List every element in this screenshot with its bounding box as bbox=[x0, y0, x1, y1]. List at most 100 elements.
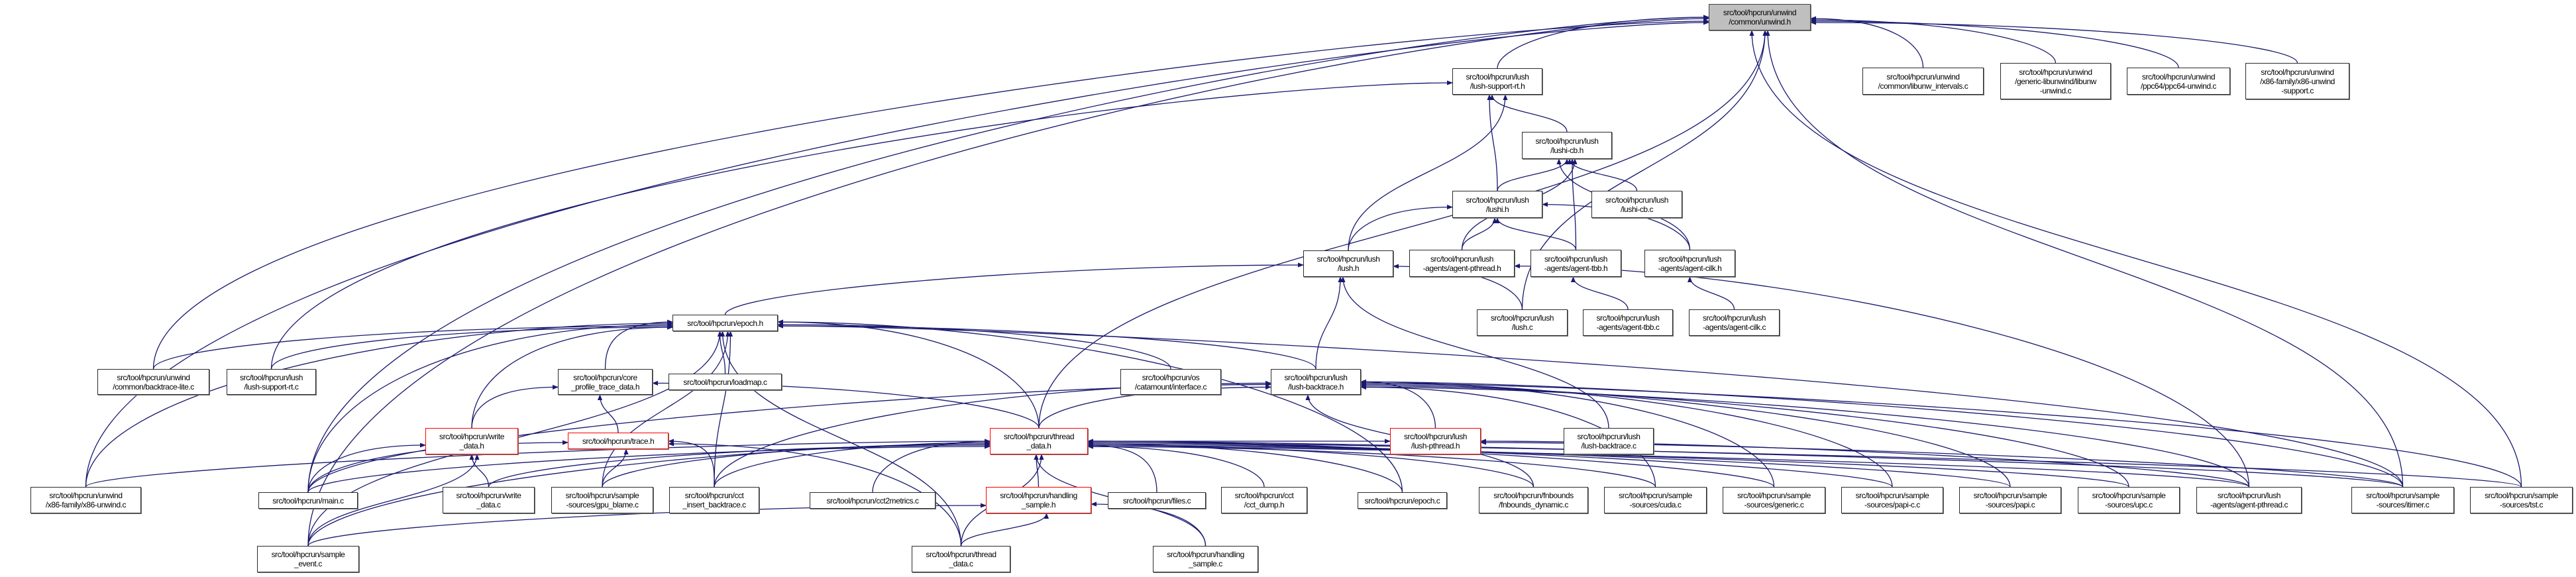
node-main-c[interactable]: src/tool/hpcrun/main.c bbox=[258, 492, 358, 509]
node-label-line: _sample.h bbox=[1021, 500, 1056, 509]
node-write-data-h[interactable]: src/tool/hpcrun/write_data.h bbox=[425, 428, 518, 454]
node-lush-support-rt-h[interactable]: src/tool/hpcrun/lush/lush-support-rt.h bbox=[1452, 68, 1542, 95]
edge-catamount_interface_c-to-epoch_h bbox=[777, 322, 1171, 370]
edge-tst_c-to-thread_data_h bbox=[1087, 440, 2522, 488]
node-label-line: /lush-pthread.h bbox=[1411, 441, 1460, 450]
node-generic-c[interactable]: src/tool/hpcrun/sample-sources/generic.c bbox=[1723, 487, 1825, 513]
edge-core_profile_trace_data_h-to-epoch_h bbox=[604, 319, 673, 370]
edge-cuda_c-to-thread_data_h bbox=[1087, 444, 1656, 488]
node-cct2metrics-c[interactable]: src/tool/hpcrun/cct2metrics.c bbox=[810, 492, 936, 509]
node-label-line: src/tool/hpcrun/handling bbox=[1167, 550, 1244, 559]
node-label-line: -unwind.c bbox=[2039, 85, 2072, 95]
edge-write_data_c-to-write_data_h bbox=[469, 454, 490, 488]
node-agent-pthread-h[interactable]: src/tool/hpcrun/lush-agents/agent-pthrea… bbox=[1409, 250, 1515, 277]
node-label-line: /ppc64/ppc64-unwind.c bbox=[2141, 81, 2216, 91]
node-label-line: src/tool/hpcrun/lush bbox=[239, 372, 303, 382]
node-ppc64-unwind-c[interactable]: src/tool/hpcrun/unwind/ppc64/ppc64-unwin… bbox=[2127, 68, 2230, 95]
edge-lush_backtrace_c-to-lush_h bbox=[1340, 276, 1609, 429]
node-x86-unwind-c[interactable]: src/tool/hpcrun/unwind/x86-family/x86-un… bbox=[30, 487, 141, 513]
edge-thread_data_h-to-epoch_h bbox=[777, 319, 1040, 429]
edge-itimer_c-to-epoch_h bbox=[777, 323, 2404, 488]
node-libunw-intervals-c[interactable]: src/tool/hpcrun/unwind/common/libunw_int… bbox=[1862, 68, 1984, 95]
node-label-line: src/tool/hpcrun/fnbounds bbox=[1493, 491, 1574, 500]
node-epoch-h[interactable]: src/tool/hpcrun/epoch.h bbox=[672, 315, 778, 331]
edge-tst_c-to-lush_backtrace_h bbox=[1360, 380, 2522, 488]
node-lushi-cb-h[interactable]: src/tool/hpcrun/lush/lushi-cb.h bbox=[1522, 132, 1612, 159]
node-label-line: src/tool/hpcrun/lush bbox=[1466, 72, 1529, 81]
node-label-line: _sample.c bbox=[1189, 559, 1222, 568]
node-gpu-blame-c[interactable]: src/tool/hpcrun/sample-sources/gpu_blame… bbox=[551, 487, 653, 513]
node-papi-c[interactable]: src/tool/hpcrun/sample-sources/papi.c bbox=[1959, 487, 2061, 513]
node-fnbounds-dynamic-c[interactable]: src/tool/hpcrun/fnbounds/fnbounds_dynami… bbox=[1479, 487, 1588, 513]
node-agent-pthread-c[interactable]: src/tool/hpcrun/lush-agents/agent-pthrea… bbox=[2196, 487, 2302, 513]
node-lushi-h[interactable]: src/tool/hpcrun/lush/lushi.h bbox=[1452, 191, 1542, 218]
node-agent-cilk-h[interactable]: src/tool/hpcrun/lush-agents/agent-cilk.h bbox=[1644, 250, 1735, 277]
node-unwind-h[interactable]: src/tool/hpcrun/unwind/common/unwind.h bbox=[1709, 4, 1811, 30]
node-lush-pthread-h[interactable]: src/tool/hpcrun/lush/lush-pthread.h bbox=[1390, 428, 1481, 454]
edge-generic_c-to-thread_data_h bbox=[1087, 439, 1775, 488]
edge-thread_data_h-to-unwind_h bbox=[1038, 30, 1768, 429]
edge-sample_event_c-to-unwind_h bbox=[307, 16, 1709, 547]
node-files-c[interactable]: src/tool/hpcrun/files.c bbox=[1108, 492, 1206, 509]
edge-agent_cilk_h-to-lushi_h bbox=[1542, 202, 1691, 250]
node-label-line: /x86-family/x86-unwind bbox=[2260, 76, 2335, 86]
node-cct-dump-h[interactable]: src/tool/hpcrun/cct/cct_dump.h bbox=[1221, 487, 1307, 513]
node-label-line: /lush-backtrace.c bbox=[1581, 441, 1637, 450]
node-handling-sample-c[interactable]: src/tool/hpcrun/handling_sample.c bbox=[1153, 546, 1258, 572]
node-itimer-c[interactable]: src/tool/hpcrun/sample-sources/itimer.c bbox=[2351, 487, 2454, 513]
node-backtrace-lite-c[interactable]: src/tool/hpcrun/unwind/common/backtrace-… bbox=[97, 369, 209, 395]
node-handling-sample-h[interactable]: src/tool/hpcrun/handling_sample.h bbox=[986, 487, 1091, 513]
node-label-line: src/tool/hpcrun/main.c bbox=[272, 496, 344, 505]
node-label-line: src/tool/hpcrun/unwind bbox=[1723, 8, 1797, 17]
node-lush-c[interactable]: src/tool/hpcrun/lush/lush.c bbox=[1477, 309, 1568, 336]
edge-main_c-to-write_data_h bbox=[307, 443, 426, 493]
node-catamount-interface-c[interactable]: src/tool/hpcrun/os/catamount/interface.c bbox=[1120, 369, 1221, 395]
node-trace-h[interactable]: src/tool/hpcrun/trace.h bbox=[568, 433, 669, 449]
edge-papi_c-to-thread_data_h bbox=[1087, 441, 2011, 488]
node-thread-data-h[interactable]: src/tool/hpcrun/thread_data.h bbox=[990, 428, 1088, 454]
node-label-line: src/tool/hpcrun/write bbox=[439, 432, 504, 441]
node-lushi-cb-c[interactable]: src/tool/hpcrun/lush/lushi-cb.c bbox=[1591, 191, 1682, 218]
node-label-line: src/tool/hpcrun/lush bbox=[1535, 136, 1599, 146]
node-thread-data-c[interactable]: src/tool/hpcrun/thread_data.c bbox=[912, 546, 1010, 572]
node-write-data-c[interactable]: src/tool/hpcrun/write_data.c bbox=[443, 487, 535, 513]
node-label-line: src/tool/hpcrun/lush bbox=[1466, 195, 1529, 205]
edge-agent_tbb_h-to-lushi_cb_h bbox=[1570, 158, 1577, 250]
edge-x86_unwind_support_c-to-unwind_h bbox=[1810, 20, 2298, 64]
node-label-line: /lushi-cb.c bbox=[1620, 204, 1654, 214]
node-sample-event-c[interactable]: src/tool/hpcrun/sample_event.c bbox=[257, 546, 359, 572]
edge-lush_h-to-lush_support_rt_h bbox=[1348, 94, 1508, 251]
node-label-line: src/tool/hpcrun/sample bbox=[1737, 491, 1811, 500]
node-loadmap-c[interactable]: src/tool/hpcrun/loadmap.c bbox=[669, 374, 782, 390]
node-lush-backtrace-h[interactable]: src/tool/hpcrun/lush/lush-backtrace.h bbox=[1271, 369, 1361, 395]
node-agent-cilk-c[interactable]: src/tool/hpcrun/lush-agents/agent-cilk.c bbox=[1689, 309, 1780, 336]
node-label-line: -sources/gpu_blame.c bbox=[566, 500, 639, 509]
node-x86-unwind-support-c[interactable]: src/tool/hpcrun/unwind/x86-family/x86-un… bbox=[2245, 63, 2349, 99]
node-core-profile-trace-data-h[interactable]: src/tool/hpcrun/core_profile_trace_data.… bbox=[558, 369, 653, 395]
node-label-line: -sources/upc.c bbox=[2105, 500, 2153, 509]
node-tst-c[interactable]: src/tool/hpcrun/sample-sources/tst.c bbox=[2470, 487, 2573, 513]
node-cct-insert-backtrace-c[interactable]: src/tool/hpcrun/cct_insert_backtrace.c bbox=[669, 487, 759, 513]
node-generic-libunwind-c[interactable]: src/tool/hpcrun/unwind/generic-libunwind… bbox=[2000, 63, 2111, 99]
node-papi-c-c[interactable]: src/tool/hpcrun/sample-sources/papi-c.c bbox=[1841, 487, 1943, 513]
edge-ppc64_unwind_c-to-unwind_h bbox=[1810, 19, 2179, 68]
node-label-line: src/tool/hpcrun/sample bbox=[2366, 491, 2440, 500]
node-label-line: src/tool/hpcrun/epoch.c bbox=[1364, 496, 1440, 505]
node-lush-support-rt-c[interactable]: src/tool/hpcrun/lush/lush-support-rt.c bbox=[227, 369, 316, 395]
node-cuda-c[interactable]: src/tool/hpcrun/sample-sources/cuda.c bbox=[1604, 487, 1707, 513]
edge-agent_cilk_c-to-agent_cilk_h bbox=[1687, 276, 1735, 310]
node-agent-tbb-c[interactable]: src/tool/hpcrun/lush-agents/agent-tbb.c bbox=[1583, 309, 1673, 336]
node-label-line: src/tool/hpcrun/unwind bbox=[2141, 72, 2216, 81]
edge-agent_pthread_c-to-thread_data_h bbox=[1087, 444, 2250, 488]
node-label-line: -agents/agent-pthread.h bbox=[1422, 263, 1501, 273]
node-label-line: src/tool/hpcrun/unwind bbox=[117, 372, 190, 382]
node-label-line: _profile_trace_data.h bbox=[570, 382, 640, 392]
node-lush-h[interactable]: src/tool/hpcrun/lush/lush.h bbox=[1303, 250, 1393, 277]
node-agent-tbb-h[interactable]: src/tool/hpcrun/lush-agents/agent-tbb.h bbox=[1530, 250, 1621, 277]
node-label-line: /lush-support-rt.c bbox=[244, 382, 299, 392]
node-epoch-c[interactable]: src/tool/hpcrun/epoch.c bbox=[1358, 492, 1447, 509]
edge-lush_backtrace_h-to-lush_h bbox=[1315, 276, 1343, 370]
edge-main_c-to-thread_data_h bbox=[307, 444, 991, 493]
node-lush-backtrace-c[interactable]: src/tool/hpcrun/lush/lush-backtrace.c bbox=[1564, 428, 1654, 454]
node-upc-c[interactable]: src/tool/hpcrun/sample-sources/upc.c bbox=[2078, 487, 2180, 513]
